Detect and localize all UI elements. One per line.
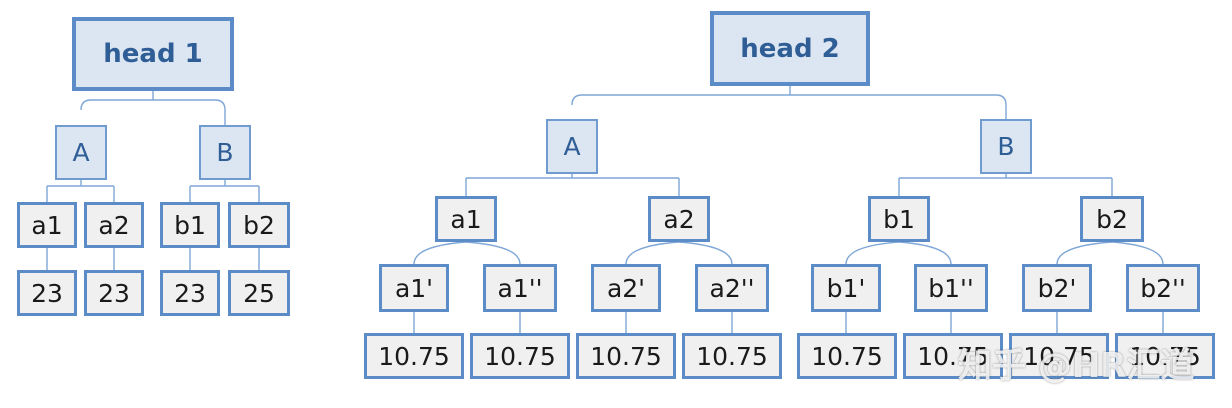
tree2-head: head 2 — [710, 11, 870, 86]
tree1-node-b1: b1 — [160, 202, 220, 248]
tree2-node-b2: b2 — [1080, 196, 1144, 242]
tree2-value-a1-double-prime: 10.75 — [470, 333, 570, 379]
tree1-value-b2: 25 — [228, 270, 290, 316]
connector-line — [1056, 241, 1113, 265]
connector-line — [845, 241, 900, 265]
tree1-node-a2: a2 — [84, 202, 144, 248]
tree2-node-a2: a2 — [648, 196, 710, 242]
tree1-node-a1: a1 — [17, 202, 77, 248]
tree1-value-b1: 23 — [160, 270, 220, 316]
tree1-value-a1: 23 — [17, 270, 77, 316]
tree2-node-b1-prime: b1' — [811, 264, 881, 312]
tree2-node-b1: b1 — [868, 196, 930, 242]
tree2-node-b2-double-prime: b2'' — [1126, 264, 1200, 312]
tree2-node-b1-double-prime: b1'' — [914, 264, 988, 312]
tree2-value-a2-double-prime: 10.75 — [682, 333, 782, 379]
tree2-value-b1-prime: 10.75 — [797, 333, 897, 379]
tree2-node-a1-prime: a1' — [379, 264, 449, 312]
tree2-node-a2-prime: a2' — [591, 264, 661, 312]
tree2-value-a1-prime: 10.75 — [364, 333, 464, 379]
tree2-node-B: B — [980, 119, 1032, 174]
connector-line — [571, 94, 1007, 119]
connector-line — [678, 241, 733, 265]
tree2-node-b2-prime: b2' — [1022, 264, 1092, 312]
tree1-value-a2: 23 — [84, 270, 144, 316]
connector-line — [413, 241, 467, 265]
tree2-node-a1-double-prime: a1'' — [483, 264, 557, 312]
tree1-node-A: A — [55, 125, 107, 180]
connector-line — [625, 241, 680, 265]
tree2-node-a1: a1 — [435, 196, 497, 242]
tree2-node-A: A — [546, 119, 598, 174]
tree1-head: head 1 — [72, 17, 234, 91]
tree1-node-B: B — [199, 125, 251, 180]
tree2-value-a2-prime: 10.75 — [576, 333, 676, 379]
tree2-value-b2-double-prime: 10.75 — [1115, 333, 1215, 379]
connector-line — [1111, 241, 1164, 265]
tree2-value-b1-double-prime: 10.75 — [903, 333, 1003, 379]
connector-line — [80, 99, 226, 125]
tree2-value-b2-prime: 10.75 — [1009, 333, 1109, 379]
tree1-node-b2: b2 — [228, 202, 290, 248]
tree2-node-a2-double-prime: a2'' — [695, 264, 769, 312]
connector-line — [898, 241, 952, 265]
connector-line — [465, 241, 521, 265]
